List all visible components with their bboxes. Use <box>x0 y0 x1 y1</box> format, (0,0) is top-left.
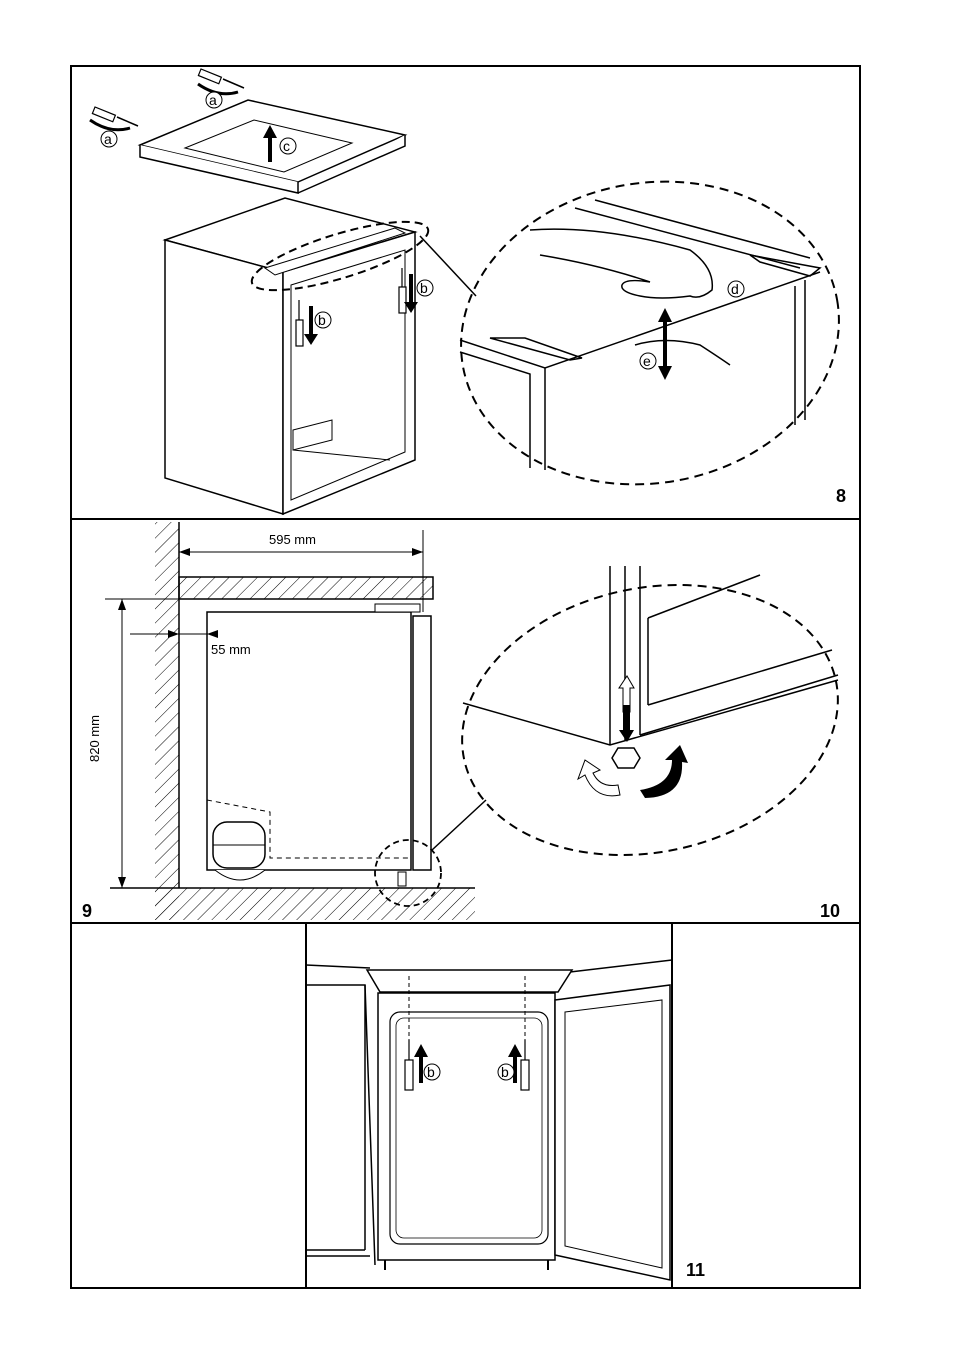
callout-b-label: b <box>427 1064 435 1080</box>
appliance-front <box>378 993 555 1260</box>
figure-number-11: 11 <box>686 1260 705 1281</box>
callout-b-label: b <box>501 1064 509 1080</box>
top-bracket <box>367 970 572 992</box>
open-door <box>555 985 670 1280</box>
